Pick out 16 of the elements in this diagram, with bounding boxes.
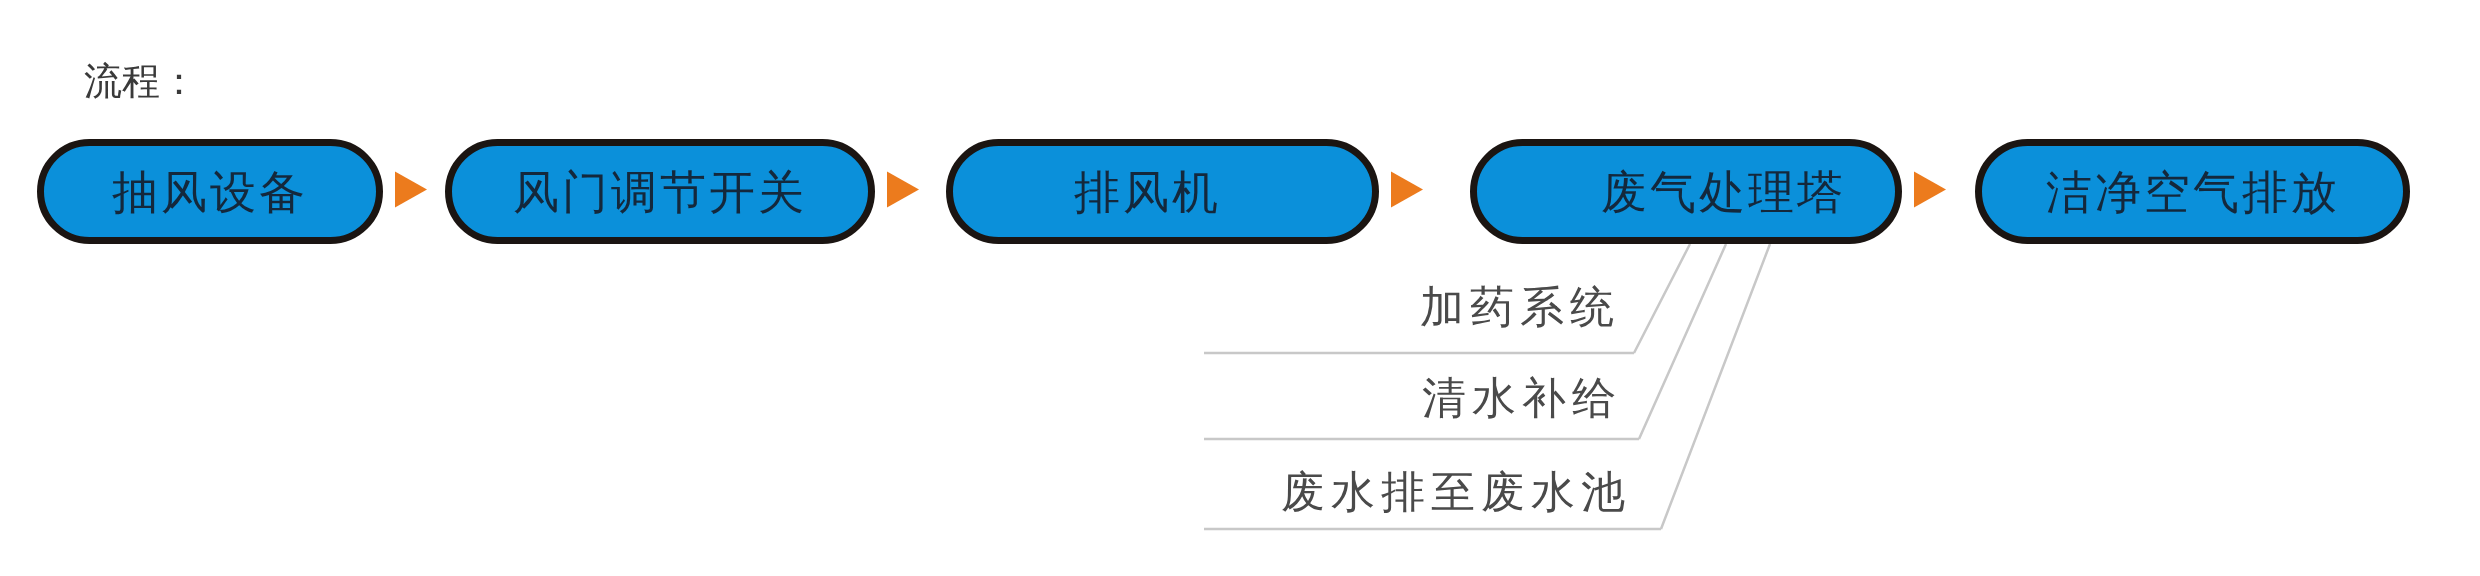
flow-arrow bbox=[395, 171, 427, 208]
step-label: 洁净空气排放 bbox=[2045, 168, 2340, 215]
step-label: 抽风设备 bbox=[112, 168, 308, 215]
flow-arrow bbox=[887, 171, 919, 208]
flow-arrow bbox=[1391, 171, 1423, 208]
callout-label: 废水排至废水池 bbox=[1281, 470, 1661, 529]
step-label: 排风机 bbox=[1074, 168, 1221, 215]
callout-label: 清水补给 bbox=[1422, 376, 1639, 439]
leader-line bbox=[1202, 242, 1728, 441]
flow-arrow bbox=[1914, 171, 1946, 208]
step-label: 风门调节开关 bbox=[513, 168, 807, 215]
leader-line bbox=[1202, 242, 1692, 355]
step-label: 废气处理塔 bbox=[1600, 168, 1846, 215]
callout-label: 加药系统 bbox=[1420, 285, 1634, 353]
leader-line bbox=[1202, 242, 1772, 531]
diagram-title: 流程： bbox=[84, 62, 198, 100]
